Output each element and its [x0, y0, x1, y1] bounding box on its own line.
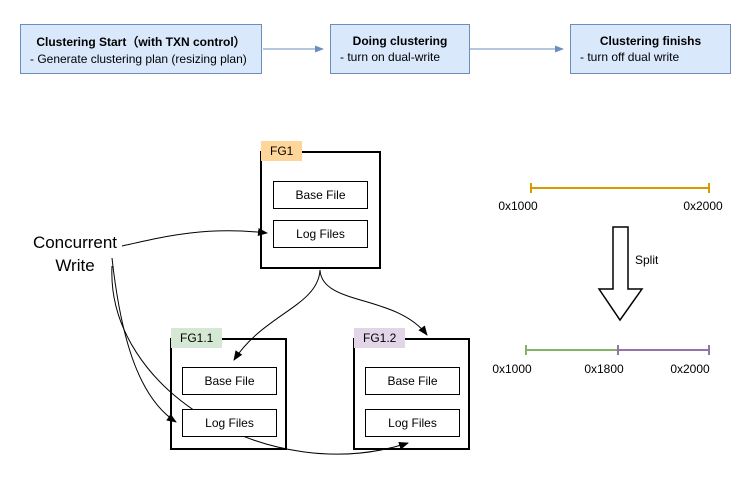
fg1-base-file-box: Base File: [273, 181, 368, 209]
fg1-2-log-files-box: Log Files: [365, 409, 460, 437]
range-before-end-label: 0x2000: [683, 199, 723, 213]
fg1-log-files-box: Log Files: [273, 220, 368, 248]
range-before-start-label: 0x1000: [498, 199, 538, 213]
range-after-tick-0x1000: 0x1000: [492, 362, 532, 376]
flow-step-title: Clustering finishs: [599, 34, 702, 48]
concurrent-write-arrow-to-fg1-1-log: [111, 257, 177, 423]
range-after-tick-0x1800: 0x1800: [584, 362, 624, 376]
fg1-1-base-file-box: Base File: [182, 367, 277, 395]
fg1-1-log-files-box: Log Files: [182, 409, 277, 437]
filegroup-fg1-label: FG1: [261, 141, 303, 161]
split-label: Split: [635, 253, 659, 267]
flow-step-clustering-finishs: Clustering finishs - turn off dual write: [570, 24, 731, 74]
fg1-split-arrow-to-fg1-2: [319, 269, 428, 336]
split-block-arrow: [597, 226, 644, 322]
concurrent-write-arrow-to-fg1-log: [121, 228, 268, 247]
filegroup-fg1-2-label: FG1.2: [354, 328, 406, 348]
flow-step-title: Clustering Start（with TXN control）: [36, 34, 246, 49]
filegroup-fg1-container: [260, 151, 381, 269]
flow-step-clustering-start: Clustering Start（with TXN control） - Gen…: [20, 24, 262, 74]
flow-step-title: Doing clustering: [352, 34, 448, 48]
flow-step-subtitle: - turn off dual write: [580, 50, 680, 64]
flow-step-doing-clustering: Doing clustering - turn on dual-write: [330, 24, 470, 74]
fg1-2-base-file-box: Base File: [365, 367, 460, 395]
filegroup-fg1-1-label: FG1.1: [171, 328, 223, 348]
range-after-tick-0x2000: 0x2000: [670, 362, 710, 376]
flow-step-subtitle: - turn on dual-write: [340, 50, 441, 64]
concurrent-write-label: Concurrent Write: [32, 233, 118, 275]
flow-step-subtitle: - Generate clustering plan (resizing pla…: [30, 51, 247, 66]
